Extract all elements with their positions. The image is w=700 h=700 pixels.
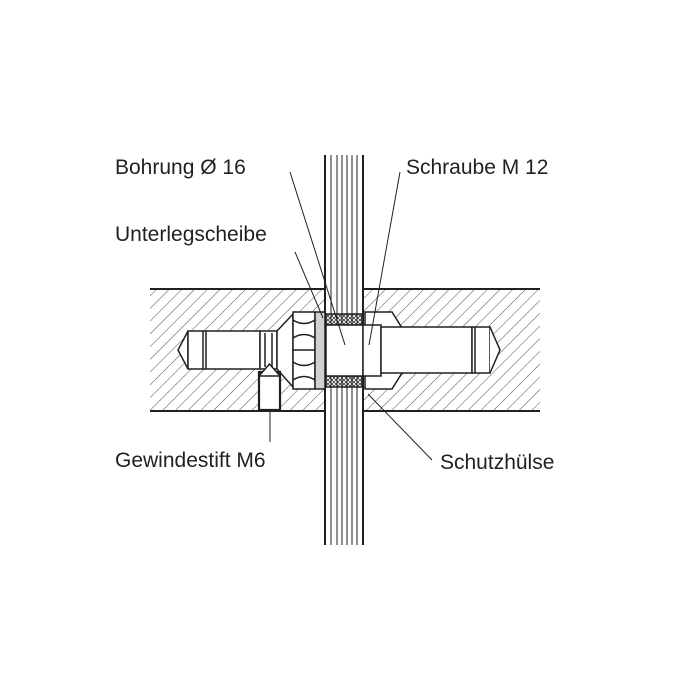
label-bohrung: Bohrung Ø 16 bbox=[115, 156, 246, 179]
leader-unterlegscheibe bbox=[294, 251, 324, 319]
washer bbox=[314, 311, 326, 390]
set-screw bbox=[257, 362, 282, 412]
label-schraube: Schraube M 12 bbox=[406, 156, 549, 179]
protective-sleeve-top bbox=[325, 313, 363, 326]
left-bolt bbox=[177, 312, 294, 389]
right-screw bbox=[380, 326, 501, 374]
leader-schutzhuelse bbox=[367, 393, 433, 461]
label-unterlegscheibe: Unterlegscheibe bbox=[115, 223, 267, 246]
label-gewindestift: Gewindestift M6 bbox=[115, 449, 266, 472]
bore-core bbox=[325, 324, 364, 377]
leader-bohrung bbox=[289, 171, 346, 346]
label-schutzhuelse: Schutzhülse bbox=[440, 451, 555, 474]
hex-nut bbox=[292, 311, 316, 390]
leader-schraube bbox=[368, 171, 401, 346]
protective-sleeve-bottom bbox=[325, 375, 363, 388]
